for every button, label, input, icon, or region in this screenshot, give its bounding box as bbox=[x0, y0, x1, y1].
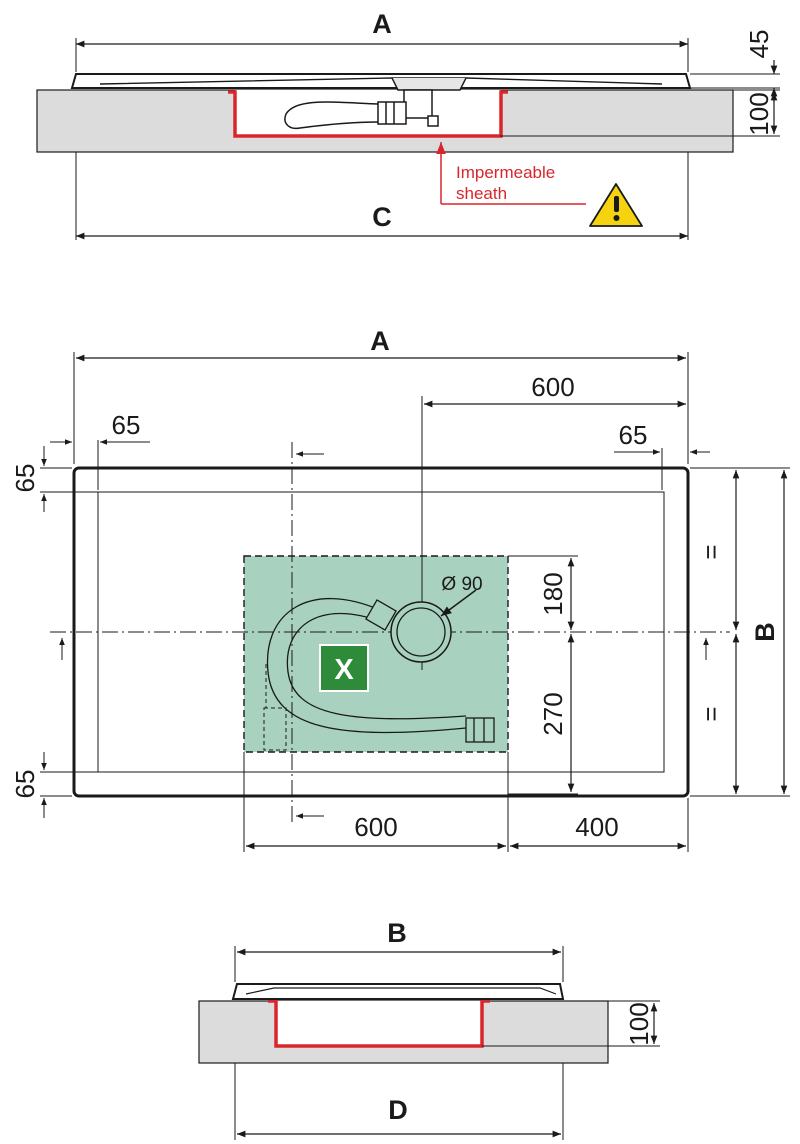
tray-profile-side bbox=[231, 983, 565, 1000]
equal-mark-top: = bbox=[696, 544, 726, 559]
section-view-depth: B 100 D bbox=[198, 918, 660, 1140]
label-b: B bbox=[750, 622, 780, 642]
dim-margin-bottom: 65 bbox=[10, 770, 40, 799]
dim-margin-right: 65 bbox=[619, 420, 648, 450]
diameter-label: Ø 90 bbox=[441, 574, 482, 595]
zone-label: X bbox=[334, 654, 354, 686]
dim-margin-left: 65 bbox=[112, 410, 141, 440]
sheath-label-2: sheath bbox=[456, 184, 507, 203]
impermeable-sheath bbox=[228, 90, 508, 138]
impermeable-sheath-side bbox=[268, 999, 490, 1048]
dim-base-height: 100 bbox=[744, 92, 774, 135]
warning-icon bbox=[589, 183, 643, 227]
drain-inner bbox=[396, 607, 446, 657]
equal-mark-bottom: = bbox=[696, 706, 726, 721]
recess-cavity bbox=[235, 90, 501, 136]
label-d: D bbox=[388, 1095, 408, 1125]
dim-base-height-side: 100 bbox=[624, 1002, 654, 1045]
plan-view: Ø 90 X A 600 65 65 65 65 bbox=[10, 326, 790, 852]
dim-drain-up: 180 bbox=[538, 572, 568, 615]
dim-margin-top: 65 bbox=[10, 464, 40, 493]
dim-zone-right: 400 bbox=[575, 812, 618, 842]
label-a: A bbox=[372, 9, 392, 39]
drain-outer bbox=[390, 601, 452, 663]
label-b-side: B bbox=[387, 918, 407, 948]
dim-tray-height: 45 bbox=[744, 30, 774, 59]
dim-zone-width: 600 bbox=[354, 812, 397, 842]
sheath-label-1: Impermeable bbox=[456, 163, 555, 182]
label-a-plan: A bbox=[370, 326, 390, 356]
dim-drain-down: 270 bbox=[538, 692, 568, 735]
tray-profile bbox=[70, 73, 692, 89]
section-view-width: A 45 100 C Impermeable sheath bbox=[36, 9, 780, 240]
dim-drain-offset: 600 bbox=[531, 372, 574, 402]
flexible-hose bbox=[266, 598, 495, 743]
label-c: C bbox=[372, 202, 392, 232]
zone-marker bbox=[319, 644, 369, 692]
drain-siphon bbox=[284, 89, 439, 130]
